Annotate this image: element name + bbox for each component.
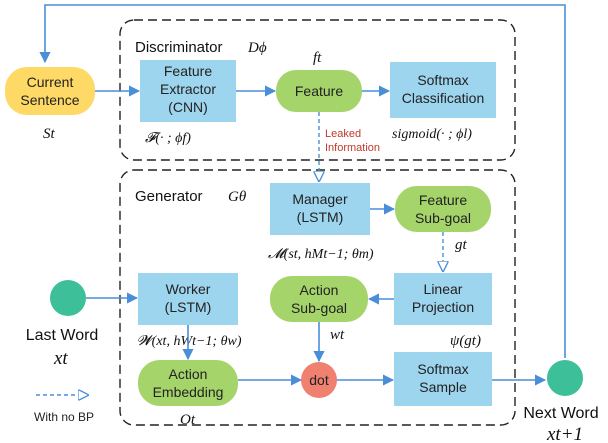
next-word-label: Next Word <box>523 405 598 422</box>
linear-projection-label-2: Projection <box>412 299 474 315</box>
current-sentence-label-2: Sentence <box>20 92 79 108</box>
last-word-node <box>50 280 86 316</box>
next-word-node <box>547 360 583 396</box>
worker-box: Worker (LSTM) <box>138 273 238 325</box>
feature-subgoal-label-2: Sub-goal <box>415 210 471 226</box>
manager-formula: 𝓜(st, hMt−1; θm) <box>268 247 374 262</box>
softmax-classification-box: Softmax Classification <box>390 62 496 118</box>
manager-box: Manager (LSTM) <box>270 183 370 235</box>
feature-label: Feature <box>295 83 343 99</box>
softmax-sample-label-2: Sample <box>419 379 467 395</box>
softmax-classification-label-1: Softmax <box>417 72 468 88</box>
action-subgoal-label-2: Sub-goal <box>291 300 347 316</box>
feature-node: Feature <box>276 70 362 112</box>
linear-projection-label-1: Linear <box>424 281 463 297</box>
dot-node: dot <box>301 362 337 398</box>
feature-subgoal-node: Feature Sub-goal <box>395 186 491 232</box>
softmax-sample-box: Softmax Sample <box>394 352 492 406</box>
feature-extractor-box: Feature Extractor (CNN) <box>140 60 236 122</box>
feature-extractor-formula: 𝓕(· ; ϕf) <box>145 131 191 146</box>
softmax-classification-formula: sigmoid(· ; ϕl) <box>392 127 472 142</box>
leaked-label-2: Information <box>325 142 380 154</box>
action-subgoal-symbol: wt <box>330 327 345 343</box>
leaked-label-1: Leaked <box>325 128 361 140</box>
last-word-label: Last Word <box>26 327 99 344</box>
next-word-symbol: xt+1 <box>546 424 583 443</box>
last-word-symbol: xt <box>53 348 68 369</box>
worker-label-2: (LSTM) <box>165 299 212 315</box>
action-embedding-label-1: Action <box>169 366 208 382</box>
action-embedding-label-2: Embedding <box>153 384 224 400</box>
manager-label-2: (LSTM) <box>297 209 344 225</box>
feature-extractor-label-1: Feature <box>164 63 212 79</box>
action-subgoal-label-1: Action <box>300 282 339 298</box>
generator-title: Generator <box>135 188 203 205</box>
discriminator-symbol: Dϕ <box>247 40 267 56</box>
feedback-loop-arrow <box>39 4 566 358</box>
feature-subgoal-label-1: Feature <box>419 192 467 208</box>
current-sentence-node: Current Sentence <box>5 67 95 115</box>
legend-label: With no BP <box>34 410 94 424</box>
linear-projection-box: Linear Projection <box>394 273 492 325</box>
manager-label-1: Manager <box>292 191 348 207</box>
feature-subgoal-symbol: gt <box>455 237 468 253</box>
worker-label-1: Worker <box>166 281 211 297</box>
generator-symbol: Gθ <box>228 189 247 205</box>
action-embedding-symbol: Ot <box>180 412 196 428</box>
current-sentence-label-1: Current <box>27 74 74 90</box>
worker-formula: 𝓦(xt, hWt−1; θw) <box>137 334 242 349</box>
discriminator-container <box>119 19 516 161</box>
action-embedding-node: Action Embedding <box>138 360 238 406</box>
current-sentence-symbol: St <box>43 126 56 142</box>
softmax-classification-label-2: Classification <box>402 90 484 106</box>
feature-symbol: ft <box>313 50 322 66</box>
feature-extractor-label-2: Extractor <box>160 81 216 97</box>
discriminator-title: Discriminator <box>135 39 223 56</box>
dot-label: dot <box>309 372 329 388</box>
linear-projection-formula: ψ(gt) <box>450 333 481 349</box>
feature-extractor-label-3: (CNN) <box>168 99 208 115</box>
softmax-sample-label-1: Softmax <box>417 361 468 377</box>
action-subgoal-node: Action Sub-goal <box>270 276 368 322</box>
